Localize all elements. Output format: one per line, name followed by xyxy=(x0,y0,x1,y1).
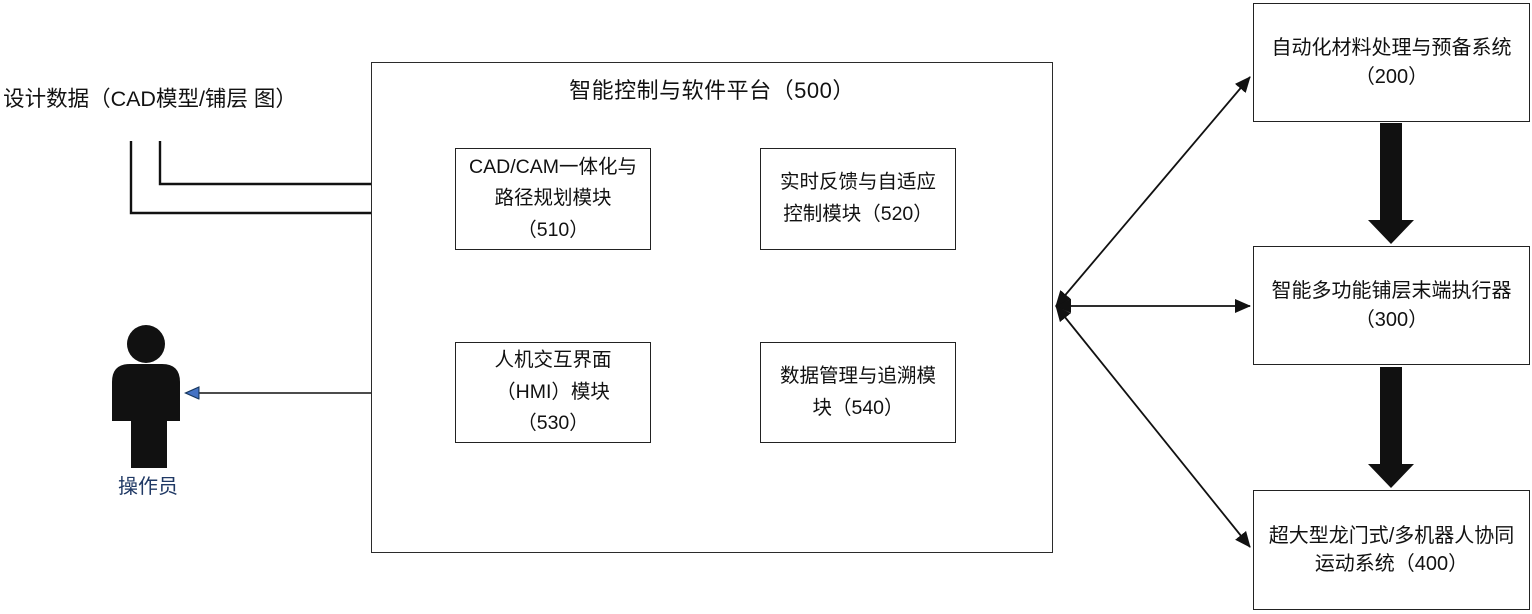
module-box-data-540: 数据管理与追溯模 块（540） xyxy=(760,342,956,443)
module-label-line: 控制模块（520） xyxy=(783,203,933,225)
module-label-line: 数据管理与追溯模 xyxy=(779,364,936,387)
arrow-platform-200 xyxy=(1055,76,1251,307)
system-label-line: （200） xyxy=(1354,65,1429,88)
platform-box-500 xyxy=(371,62,1053,553)
module-label-line: （530） xyxy=(517,412,589,435)
design-data-line: 设计数据（CAD模型/铺层 xyxy=(3,87,248,111)
design-data-label: 设计数据（CAD模型/铺层 图） xyxy=(0,86,300,114)
arrow-200-300 xyxy=(1368,123,1414,244)
system-label-line: 自动化材料处理与预备系统 xyxy=(1271,37,1512,60)
module-label-line: 路径规划模块 xyxy=(494,187,612,210)
system-box-end-effector-300: 智能多功能铺层末端执行器 （300） xyxy=(1253,246,1530,365)
arrow-300-400 xyxy=(1368,367,1414,488)
operator-icon xyxy=(112,325,180,468)
system-label-line: （300） xyxy=(1354,308,1429,331)
module-box-feedback-520: 实时反馈与自适应 控制模块（520） xyxy=(760,148,956,250)
module-box-cad-cam-510: CAD/CAM一体化与 路径规划模块 （510） xyxy=(455,148,651,250)
module-box-hmi-530: 人机交互界面 （HMI）模块 （530） xyxy=(455,342,651,443)
design-data-line: 图） xyxy=(253,87,297,111)
system-box-gantry-400: 超大型龙门式/多机器人协同 运动系统（400） xyxy=(1253,490,1530,610)
system-label-line: 运动系统（400） xyxy=(1314,553,1469,575)
module-label-line: 实时反馈与自适应 xyxy=(779,171,936,194)
module-label-line: 人机交互界面 xyxy=(494,349,612,372)
module-label-line: （HMI）模块 xyxy=(496,380,610,403)
module-label-line: 块（540） xyxy=(812,396,904,419)
arrow-platform-400 xyxy=(1055,305,1251,548)
module-label-line: CAD/CAM一体化与 xyxy=(469,155,637,178)
system-label-line: 智能多功能铺层末端执行器 xyxy=(1271,280,1512,303)
operator-label: 操作员 xyxy=(118,476,178,498)
system-box-material-200: 自动化材料处理与预备系统 （200） xyxy=(1253,3,1530,122)
system-label-line: 超大型龙门式/多机器人协同 xyxy=(1268,524,1515,547)
platform-title: 智能控制与软件平台（500） xyxy=(569,78,855,103)
module-label-line: （510） xyxy=(517,218,589,241)
